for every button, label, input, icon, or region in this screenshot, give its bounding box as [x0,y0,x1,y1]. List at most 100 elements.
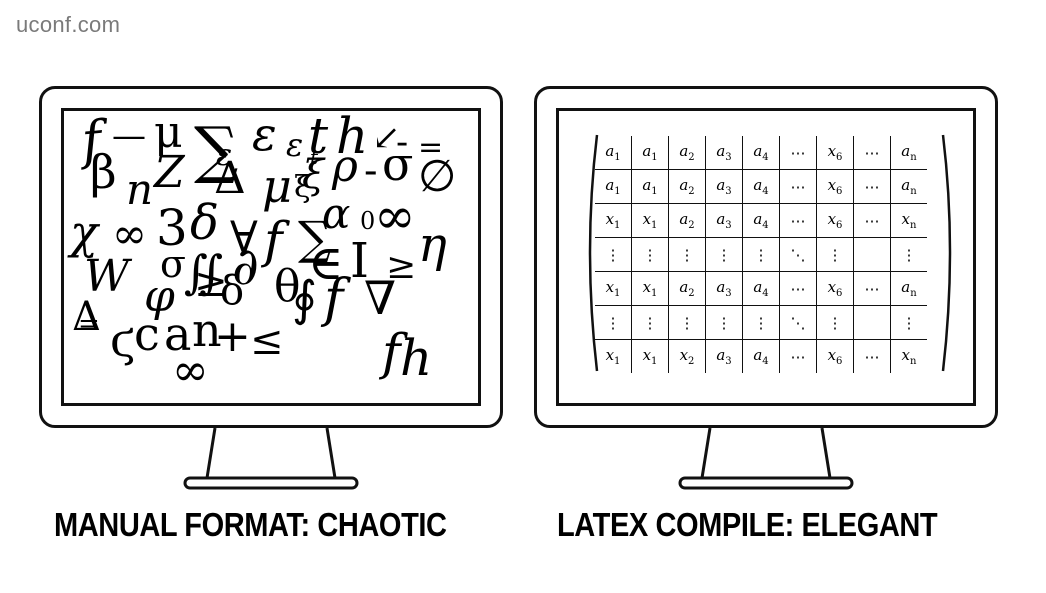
matrix-cell: a2 [668,271,706,306]
math-glyph: σ [160,242,186,286]
math-glyph: ∞ [172,345,209,396]
math-glyph: ∮ [292,271,318,327]
matrix-cell: an [890,136,927,170]
matrix-cell: an [890,271,927,306]
matrix-cell: ⋱ [779,305,817,340]
matrix-cell: ⋯ [853,169,891,204]
math-glyph: δ [220,268,245,314]
math-glyph: σ [382,137,414,191]
math-glyph: = [418,130,444,165]
matrix-cell: ⋮ [705,305,743,340]
matrix-cell: ⋯ [779,339,817,373]
matrix-cell: ⋮ [816,305,854,340]
math-glyph: t [308,108,329,165]
math-glyph: ≤ [250,318,284,364]
caption-manual-format: MANUAL FORMAT: CHAOTIC [54,506,447,543]
math-glyph: - [364,148,378,194]
math-glyph: α [322,189,351,238]
matrix-cell [853,237,891,272]
math-glyph: 0 [360,207,376,235]
matrix-cell: a2 [668,136,706,170]
math-glyph: ≥ [386,246,417,287]
math-glyph: f [324,269,344,329]
matrix-cell: ⋯ [779,169,817,204]
matrix-cell: ⋮ [705,237,743,272]
matrix-cell: a4 [742,203,780,238]
matrix-cell: ⋱ [779,237,817,272]
monitor-stand-left [183,427,359,490]
matrix-cell: x6 [816,203,854,238]
matrix-cell: ⋯ [779,271,817,306]
matrix-cell: ⋯ [853,203,891,238]
math-glyph: Z [154,147,185,198]
math-glyph: ξ [294,170,311,205]
matrix-cell: a4 [742,271,780,306]
matrix-cell: ⋮ [668,237,706,272]
matrix-cell: ⋯ [853,271,891,306]
matrix-cell: a1 [595,169,632,204]
math-glyph: n [192,303,222,357]
math-glyph: + [214,311,251,362]
math-glyph: μ [262,159,292,213]
matrix-cell: a2 [668,203,706,238]
math-glyph: ∂ [232,237,259,297]
math-glyph: χ [70,205,98,259]
math-glyph: h [400,329,433,387]
matrix-cell: xn [890,339,927,373]
matrix-cell: ⋮ [595,237,632,272]
matrix-cell: x6 [816,271,854,306]
math-glyph: ∞ [374,187,416,245]
math-glyph: W [84,251,130,302]
matrix-cell: a4 [742,169,780,204]
matrix-cell: x1 [631,271,669,306]
math-glyph: ∅ [418,151,457,202]
math-glyph: — [112,116,146,156]
matrix-cell: x1 [631,203,669,238]
matrix-cell: x6 [816,339,854,373]
math-glyph: ∞ [112,209,147,258]
math-glyph: I [350,233,369,289]
math-glyph: ρ [332,141,358,192]
math-glyph: Δ [72,294,101,340]
matrix-cell: ⋮ [595,305,632,340]
math-glyph: ϛ [110,313,136,367]
caption-latex-compile: LATEX COMPILE: ELEGANT [557,506,938,543]
matrix-cell: x1 [631,339,669,373]
matrix-cell: a3 [705,136,743,170]
math-glyph: a [164,307,192,361]
matrix-cell: a3 [705,203,743,238]
math-glyph: f [264,211,283,269]
matrix-cell: x6 [816,169,854,204]
matrix-row: ⋮⋮⋮⋮⋮⋱⋮⋮ [595,237,927,272]
math-glyph: h [336,108,369,165]
matrix-cell: ⋯ [853,339,891,373]
matrix-cell: a3 [705,271,743,306]
matrix-cell: xn [890,203,927,238]
math-glyph: - [396,122,409,163]
matrix-cell: ⋮ [631,305,669,340]
matrix-cell: ⋮ [742,237,780,272]
matrix-cell: ⋮ [890,237,927,272]
math-glyph: ∬ [184,245,224,299]
matrix-cell: x1 [595,271,632,306]
math-glyph: 3 [156,199,188,257]
math-glyph: f [382,323,401,381]
math-glyph: n [126,165,154,214]
math-glyph: Δ [214,153,246,204]
monitor-stand-right [678,427,854,490]
math-glyph: ε [252,108,277,161]
matrix-cell: a3 [705,339,743,373]
matrix-row: ⋮⋮⋮⋮⋮⋱⋮⋮ [595,305,927,340]
math-glyph: φ [144,271,175,322]
watermark: uconf.com [16,12,121,37]
